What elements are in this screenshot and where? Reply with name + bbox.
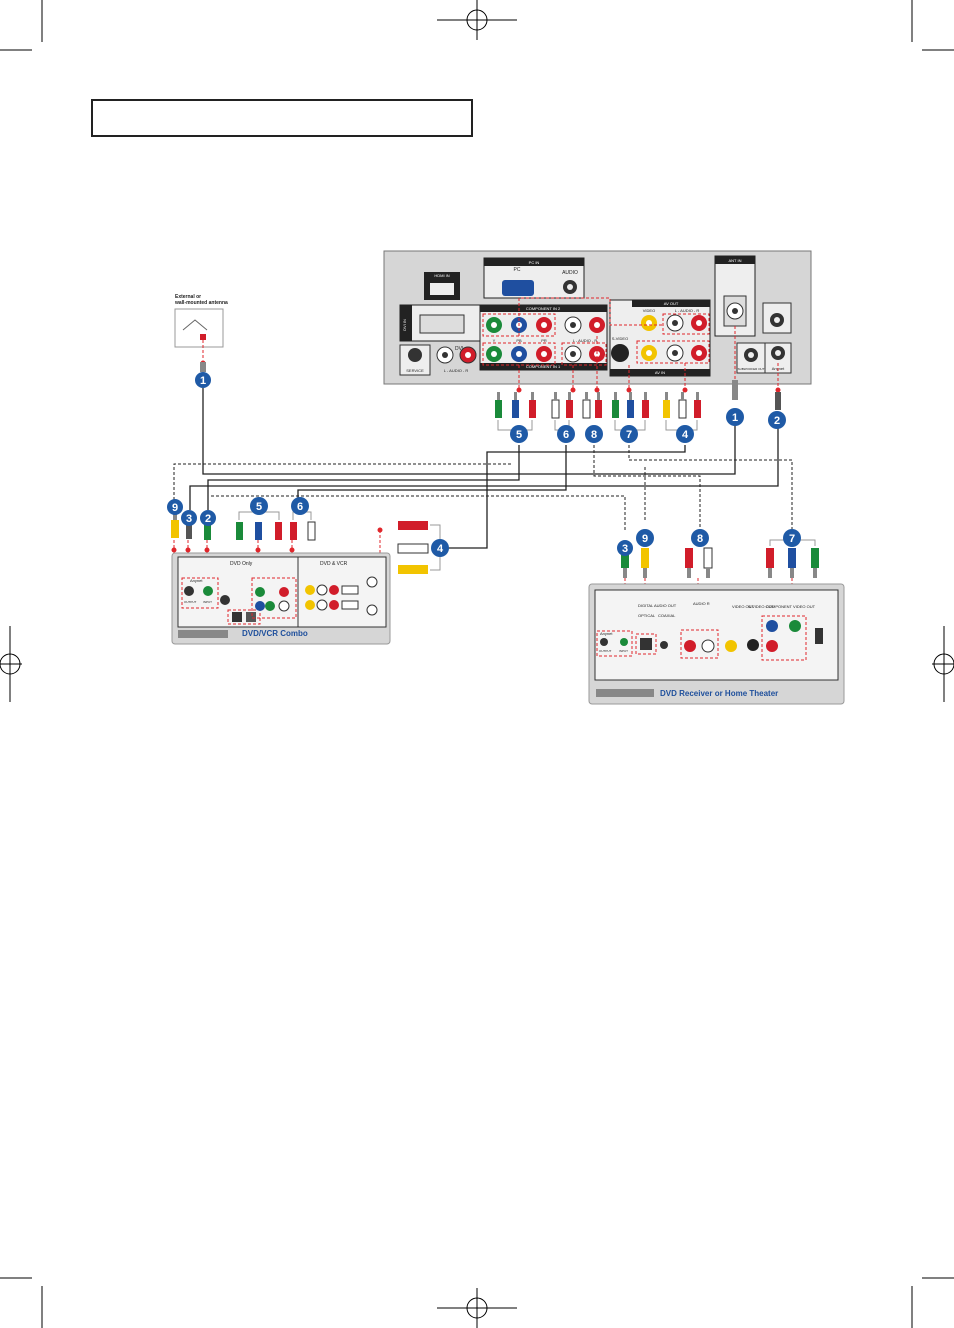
- badge-4-dvd: 4: [431, 539, 449, 557]
- rx-title: DVD Receiver or Home Theater: [660, 689, 778, 698]
- subwoofer-label: SUBWOOFER OUT: [738, 367, 765, 371]
- tv-plugs: [495, 380, 781, 431]
- badges-b6: 6: [297, 501, 303, 513]
- title-box: [91, 99, 473, 137]
- badge-6-tv: 6: [557, 425, 575, 443]
- badge-5-dvd: 5: [250, 497, 268, 515]
- plug-group-5: [495, 392, 536, 418]
- rx-coaxial-label: COAXIAL: [658, 613, 676, 618]
- hdmi-in-label: HDMI IN: [434, 273, 449, 278]
- badge-8-rx: 8: [691, 529, 709, 547]
- badges-b8: 8: [697, 533, 703, 545]
- badge-1-tv: 1: [726, 408, 744, 426]
- badges-b7: 7: [789, 533, 795, 545]
- rx-component-out-label: COMPONENT VIDEO OUT: [766, 604, 816, 609]
- badge-9-dvd: 9: [167, 499, 183, 515]
- badges-b8: 8: [591, 429, 597, 441]
- pc-label: PC: [514, 267, 521, 273]
- rx-digital-audio-label: DIGITAL AUDIO OUT: [638, 603, 677, 608]
- dvd-vcr-title: DVD/VCR Combo: [242, 629, 308, 638]
- badge-3-dvd: 3: [181, 510, 197, 526]
- rx-output-label: OUTPUT: [599, 649, 612, 653]
- comp-y-label: Y: [493, 338, 496, 343]
- badge-7-tv: 7: [620, 425, 638, 443]
- badges-b9: 9: [172, 502, 178, 514]
- s-video-label: S-VIDEO: [612, 336, 628, 341]
- rx-video-out-label: VIDEO OUT: [732, 604, 755, 609]
- badges-b3: 3: [186, 513, 192, 525]
- dvi-audio-label: L - AUDIO - R: [444, 368, 469, 373]
- antenna-block: External or wall-mounted antenna: [174, 294, 228, 372]
- dvd-input-label: INPUT: [203, 600, 212, 604]
- plug-group-7: [612, 392, 649, 418]
- plug-antenna-tv: [732, 380, 738, 400]
- badge-8-tv: 8: [585, 425, 603, 443]
- badges-b6: 6: [563, 429, 569, 441]
- comp-audio-label: L - AUDIO - R: [573, 338, 598, 343]
- badge-4-tv: 4: [676, 425, 694, 443]
- badges-b7: 7: [626, 429, 632, 441]
- badges-b4: 4: [437, 543, 444, 555]
- rx-input-label: INPUT: [619, 649, 628, 653]
- badges-b5: 5: [256, 501, 262, 513]
- badges-b5: 5: [516, 429, 522, 441]
- antenna-label-2: wall-mounted antenna: [174, 300, 228, 306]
- rx-svideo-out-label: S-VIDEO OUT: [748, 604, 775, 609]
- service-label: SERVICE: [406, 368, 424, 373]
- pc-in-label: PC IN: [529, 260, 540, 265]
- badges-b1: 1: [200, 375, 206, 387]
- rx-audio-label: AUDIO R: [693, 601, 710, 606]
- av-video-label: VIDEO: [643, 308, 655, 313]
- av-audio-label: L - AUDIO - R: [675, 308, 700, 313]
- rx-optical-label: OPTICAL: [638, 613, 656, 618]
- ant-in-label: ANT IN: [728, 258, 741, 263]
- dvd-only-label: DVD Only: [230, 561, 253, 567]
- badges-b9: 9: [642, 533, 648, 545]
- dvd-vcr-combo: DVD Only DVD & VCR Anynet OUTPUT INPUT D…: [171, 511, 441, 645]
- pc-audio-label: AUDIO: [562, 270, 578, 276]
- av-out-label: AV OUT: [664, 301, 679, 306]
- dvd-anynet-label: Anynet: [190, 578, 203, 583]
- badge-6-dvd: 6: [291, 497, 309, 515]
- badges-b2: 2: [205, 513, 211, 525]
- badge-5-tv: 5: [510, 425, 528, 443]
- badges: 1 5 6 8 7 4 1 2 9 3 2 5 6 4 3 9 8 7: [167, 372, 801, 557]
- plug-group-8: [582, 392, 602, 419]
- badge-3-rx: 3: [617, 540, 633, 556]
- badges-b3: 3: [622, 543, 628, 555]
- badge-7-rx: 7: [783, 529, 801, 547]
- av-in-label: AV IN: [655, 370, 665, 375]
- plug-anynet-tv: [775, 392, 781, 410]
- plug-group-4: [663, 392, 701, 419]
- comp-pr-label: PR: [541, 338, 547, 343]
- dvd-receiver: DIGITAL AUDIO OUT OPTICAL COAXIAL AUDIO …: [588, 539, 845, 705]
- dvd-output-label: OUTPUT: [184, 600, 197, 604]
- dvi-label: DVI: [455, 346, 463, 352]
- antenna-label-1: External or: [175, 294, 201, 300]
- badge-1-antenna: 1: [195, 372, 211, 388]
- component-in-2-label: COMPONENT IN 2: [526, 306, 561, 311]
- badge-9-rx: 9: [636, 529, 654, 547]
- plug-group-6: [551, 392, 573, 419]
- rx-anynet-label: Anynet: [600, 631, 613, 636]
- badge-2-tv: 2: [768, 411, 786, 429]
- badges-b4: 4: [682, 429, 689, 441]
- badges-b1: 1: [732, 412, 738, 424]
- badges-b2: 2: [774, 415, 780, 427]
- component-in-1-label: COMPONENT IN 1: [526, 364, 561, 369]
- comp-pb-label: PB: [516, 338, 522, 343]
- dvi-in-label: DVI IN: [402, 319, 407, 331]
- tv-rear-panel: HDMI IN DVI IN DVI SERVICE L - AUDIO - R…: [383, 250, 812, 385]
- dvd-and-vcr-label: DVD & VCR: [320, 561, 348, 567]
- badge-2-dvd: 2: [200, 510, 216, 526]
